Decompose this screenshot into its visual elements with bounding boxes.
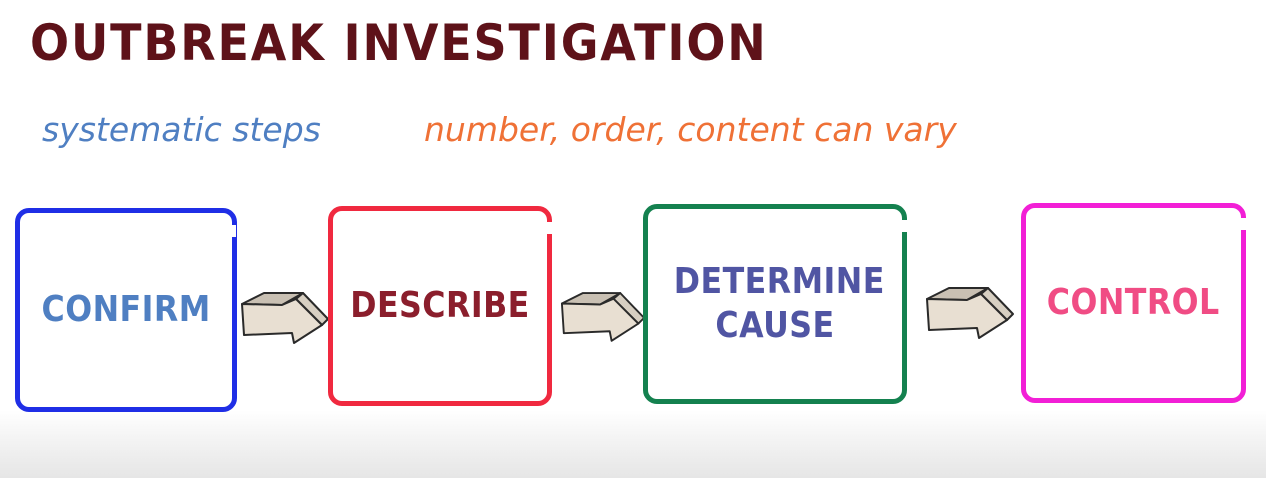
right-arrow-3d-icon <box>560 292 646 342</box>
step-box-determine-cause: DETERMINE CAUSE <box>643 204 907 404</box>
step-label-control: CONTROL <box>1047 282 1220 323</box>
right-arrow-3d-icon <box>241 292 329 344</box>
subtitle-systematic-steps: systematic steps <box>42 110 321 149</box>
step-box-control: CONTROL <box>1021 203 1246 403</box>
subtitle-variation-note: number, order, content can vary <box>424 110 957 149</box>
step-box-confirm: CONFIRM <box>15 208 237 412</box>
diagram-title: OUTBREAK INVESTIGATION <box>30 14 768 72</box>
step-label-confirm: CONFIRM <box>41 289 211 330</box>
step-label-describe: DESCRIBE <box>350 285 530 326</box>
right-arrow-3d-icon <box>926 287 1014 339</box>
step-label-determine-cause: DETERMINE CAUSE <box>673 261 885 346</box>
step-box-describe: DESCRIBE <box>328 206 552 406</box>
